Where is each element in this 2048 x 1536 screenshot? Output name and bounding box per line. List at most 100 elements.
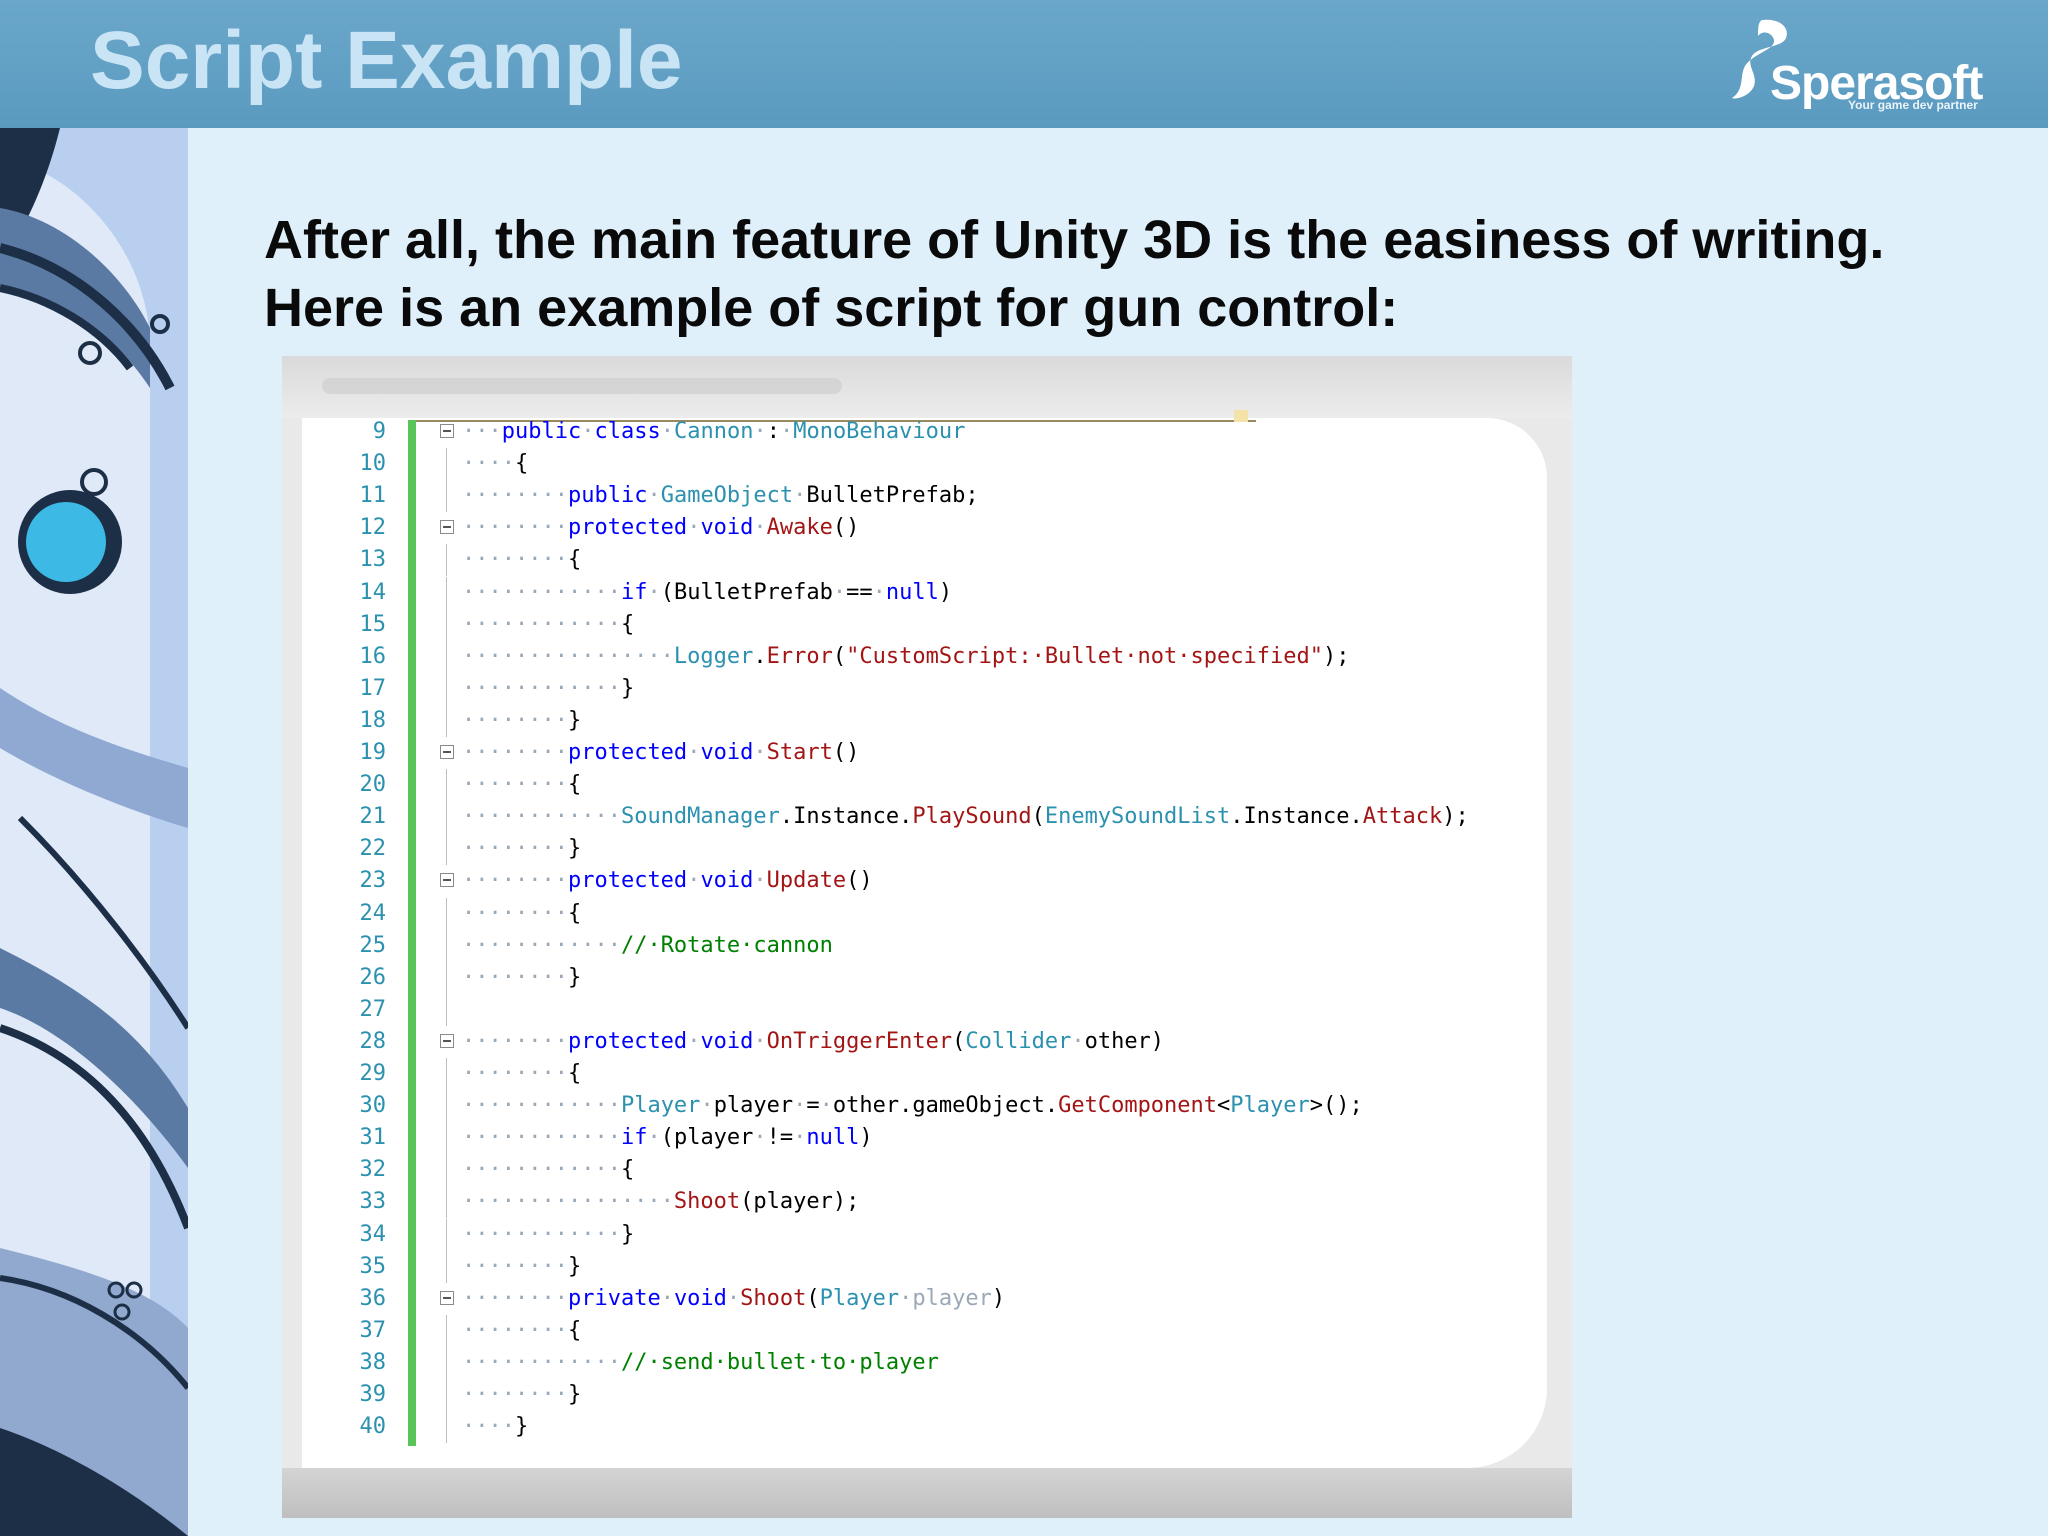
code-token: //·send·bullet·to·player [620,1349,939,1375]
collapse-icon[interactable] [440,1290,454,1305]
code-token: · [832,579,847,605]
code-line[interactable]: 22········} [282,833,1572,866]
code-line[interactable]: 35········} [282,1250,1572,1283]
code-text: ············if·(BulletPrefab·==·null) [462,577,952,609]
code-token: ········ [462,836,568,862]
line-number: 15 [359,611,387,637]
code-token: () [832,515,860,541]
line-number: 31 [359,1125,387,1151]
code-line[interactable]: 37········{ [282,1314,1572,1347]
code-line[interactable]: 16················Logger.Error("CustomSc… [282,640,1572,673]
code-token: Logger [673,643,754,669]
code-line[interactable]: 18········} [282,704,1572,737]
code-token: private [567,1285,661,1311]
code-line[interactable]: 9···public·class·Cannon·:·MonoBehaviour [282,416,1572,448]
collapse-icon[interactable] [440,424,454,438]
code-text: ········} [462,833,581,865]
code-token: ········ [462,740,568,765]
code-token: · [687,515,701,541]
code-line[interactable]: 19········protected·void·Start() [282,737,1572,769]
line-number: 36 [359,1285,387,1311]
code-token: ········ [462,483,568,509]
code-token: } [620,675,635,701]
code-token: "CustomScript:·Bullet·not·specified" [846,643,1323,669]
code-token: Shoot [740,1285,807,1311]
outline-guide [446,1314,447,1347]
code-token: (BulletPrefab [660,579,833,605]
code-text: ····{ [462,448,528,480]
code-text: ················Shoot(player); [462,1186,859,1218]
code-text: ············Player·player·=·other.gameOb… [462,1090,1363,1122]
line-number: 12 [359,515,387,541]
code-token: ············ [462,675,621,701]
code-line[interactable]: 11········public·GameObject·BulletPrefab… [282,480,1572,513]
logo-tagline: Your game dev partner [1848,98,1978,112]
code-line[interactable]: 36········private·void·Shoot(Player·play… [282,1283,1572,1315]
line-number: 29 [359,1061,387,1086]
code-line[interactable]: 38············//·send·bullet·to·player [282,1346,1572,1379]
line-number: 13 [359,547,387,573]
outline-guide [446,576,447,609]
code-text: ········public·GameObject·BulletPrefab; [462,480,979,512]
collapse-icon[interactable] [440,873,454,888]
outline-guide [446,897,447,930]
code-token: ···· [462,1414,515,1440]
code-line[interactable]: 14············if·(BulletPrefab·==·null) [282,576,1572,609]
code-line[interactable]: 26········} [282,961,1572,994]
code-line[interactable]: 34 ············} [282,1218,1572,1251]
code-line[interactable]: 23········protected·void·Update() [282,865,1572,897]
code-token: public [567,483,648,509]
outline-guide [446,1379,447,1411]
code-line[interactable]: 40····} [282,1411,1572,1444]
code-line[interactable]: 30············Player·player·=·other.game… [282,1090,1572,1123]
code-line[interactable]: 12 ········protected·void·Awake() [282,512,1572,544]
code-line[interactable]: 28········protected·void·OnTriggerEnter(… [282,1026,1572,1058]
code-token: ) [938,579,953,605]
code-token: GetComponent [1058,1093,1218,1119]
code-text: ········} [462,962,581,994]
code-token: ········ [462,515,568,541]
code-line[interactable]: 24········{ [282,897,1572,930]
collapse-icon[interactable] [440,745,454,759]
code-text: ············} [462,1219,634,1251]
code-token: · [793,483,807,509]
code-text: ············SoundManager.Instance.PlaySo… [462,801,1469,833]
code-token: { [567,1317,582,1343]
code-token: ········ [462,964,568,990]
code-line[interactable]: 20········{ [282,769,1572,802]
code-line[interactable]: 29········{ [282,1058,1572,1090]
intro-text: After all, the main feature of Unity 3D … [264,206,2024,342]
code-text: ········protected·void·Awake() [462,512,859,544]
code-line[interactable]: 21············SoundManager.Instance.Play… [282,801,1572,834]
line-number: 34 [359,1221,387,1247]
code-token: EnemySoundList [1044,804,1231,830]
code-line[interactable]: 10····{ [282,448,1572,481]
code-line[interactable]: 17············} [282,672,1572,705]
outline-guide [446,544,447,577]
code-token: { [567,900,582,926]
code-text: ············} [462,673,634,705]
code-token: void [673,1285,727,1311]
code-line[interactable]: 33················Shoot(player); [282,1186,1572,1219]
code-line[interactable]: 13········{ [282,544,1572,577]
collapse-icon[interactable] [440,1033,454,1048]
code-token: Attack [1362,804,1443,830]
code-token: ); [1442,804,1469,830]
code-token: · [647,579,661,605]
code-line[interactable]: 31············if·(player·!=·null) [282,1122,1572,1155]
code-token: .Instance. [779,804,913,830]
code-token: ); [1322,643,1350,669]
code-token: { [620,611,635,637]
code-line[interactable]: 25············//·Rotate·cannon [282,929,1572,962]
outline-guide [446,1218,447,1251]
code-token: { [567,1061,582,1086]
collapse-icon[interactable] [440,520,454,535]
code-line[interactable]: 32············{ [282,1154,1572,1187]
code-line[interactable]: 15············{ [282,608,1572,641]
code-token: ········ [462,1317,568,1343]
code-line[interactable]: 27 [282,993,1572,1026]
code-token: Player [819,1285,900,1311]
code-line[interactable]: 39········} [282,1379,1572,1411]
code-token: .Instance. [1230,804,1363,830]
line-number: 14 [359,579,387,605]
